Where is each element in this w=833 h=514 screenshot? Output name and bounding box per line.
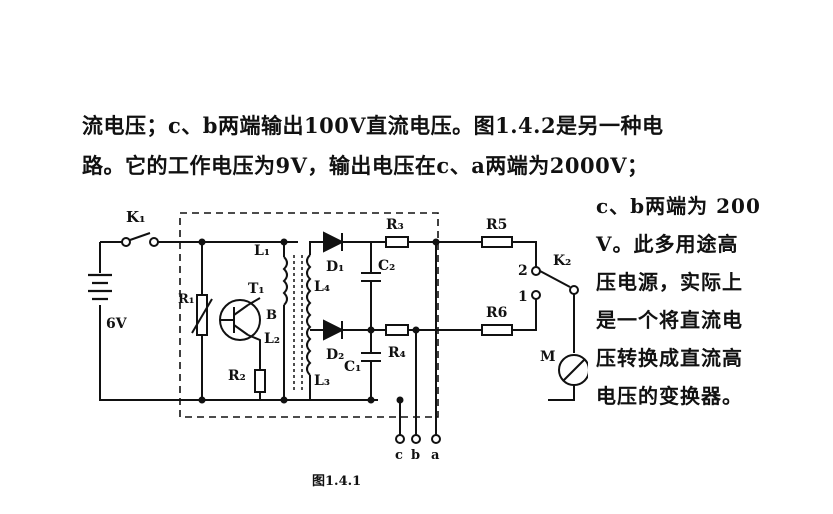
r3-label: R₃ — [386, 217, 404, 233]
r6-label: R6 — [486, 305, 507, 321]
l1-label: L₁ — [254, 243, 270, 259]
side-text-line-5: 压转换成直流高 — [596, 346, 743, 370]
switch-pos-1-label: 1 — [518, 289, 528, 305]
l4-label: L₄ — [314, 279, 330, 295]
l2-label: L₂ — [264, 331, 280, 347]
circuit-diagram: K₁ 6V R₁ T₁ L₁ B L₂ R₂ L₄ L₃ D₁ D₂ C₂ C₁… — [88, 208, 588, 463]
side-text-line-6: 电压的变换器。 — [596, 384, 743, 408]
r2-label: R₂ — [228, 368, 246, 384]
meter-label: M — [540, 349, 556, 365]
k1-label: K₁ — [126, 208, 146, 226]
terminal-c-label: c — [395, 448, 403, 463]
figure-caption: 图1.4.1 — [312, 474, 362, 489]
k2-label: K₂ — [553, 253, 571, 269]
switch-pos-2-label: 2 — [518, 263, 528, 279]
terminal-a-label: a — [431, 448, 440, 463]
battery-label: 6V — [106, 316, 128, 332]
side-text-line-1: c、b两端为 200 — [596, 194, 761, 218]
l3-label: L₃ — [314, 373, 330, 389]
side-text-line-2: V。此多用途高 — [596, 232, 739, 256]
side-text-line-4: 是一个将直流电 — [596, 308, 743, 332]
r1-label: R₁ — [178, 292, 195, 307]
body-text-line-2: 路。它的工作电压为9V，输出电压在c、a两端为2000V； — [82, 153, 649, 178]
body-text-line-1: 流电压；c、b两端输出100V直流电压。图1.4.2是另一种电 — [82, 113, 664, 138]
side-text-line-3: 压电源，实际上 — [596, 270, 743, 294]
d1-label: D₁ — [326, 259, 344, 275]
d2-label: D₂ — [326, 347, 344, 363]
t1-label: T₁ — [248, 281, 265, 297]
r4-label: R₄ — [388, 345, 406, 361]
c2-label: C₂ — [378, 258, 395, 274]
c1-label: C₁ — [344, 359, 361, 375]
b-label: B — [266, 308, 277, 323]
terminal-b-label: b — [411, 448, 420, 463]
r5-label: R5 — [486, 217, 507, 233]
